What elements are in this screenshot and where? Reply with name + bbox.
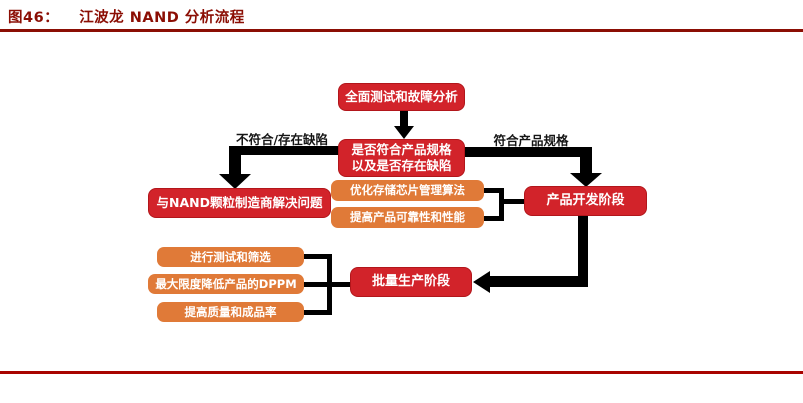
bracket-bottom (304, 254, 351, 315)
edge-label-pass: 符合产品规格 (493, 133, 569, 148)
node-optimize-algorithm-label: 优化存储芯片管理算法 (350, 183, 465, 198)
node-product-development-label: 产品开发阶段 (546, 192, 625, 208)
figure-title-text: 江波龙 NAND 分析流程 (79, 10, 245, 26)
edge-label-fail: 不符合/存在缺陷 (235, 132, 329, 147)
node-reduce-dppm: 最大限度降低产品的DPPM (148, 274, 304, 294)
node-resolve-with-vendor-label: 与NAND颗粒制造商解决问题 (156, 195, 323, 211)
bracket-middle (484, 188, 525, 221)
node-improve-quality: 提高质量和成品率 (157, 302, 304, 322)
node-test-screening-label: 进行测试和筛选 (190, 249, 271, 264)
arrow-decision-to-development (464, 147, 602, 187)
node-decision: 是否符合产品规格 以及是否存在缺陷 (338, 139, 465, 177)
node-optimize-algorithm: 优化存储芯片管理算法 (331, 180, 484, 201)
node-full-test: 全面测试和故障分析 (338, 83, 465, 111)
node-reduce-dppm-label: 最大限度降低产品的DPPM (155, 276, 297, 291)
node-decision-line1: 是否符合产品规格 (351, 142, 452, 158)
node-mass-production-label: 批量生产阶段 (371, 273, 450, 289)
node-full-test-label: 全面测试和故障分析 (345, 89, 458, 105)
node-improve-reliability: 提高产品可靠性和性能 (331, 207, 484, 228)
figure-title: 图46： 江波龙 NAND 分析流程 (8, 6, 245, 27)
title-underline-rule (0, 29, 803, 32)
node-improve-quality-label: 提高质量和成品率 (184, 304, 277, 319)
figure-label: 图46： (8, 10, 60, 26)
node-decision-line2: 以及是否存在缺陷 (351, 158, 452, 173)
arrow-decision-to-vendor (219, 146, 339, 189)
node-product-development: 产品开发阶段 (524, 186, 647, 216)
node-resolve-with-vendor: 与NAND颗粒制造商解决问题 (148, 188, 331, 218)
node-mass-production: 批量生产阶段 (350, 267, 472, 297)
node-improve-reliability-label: 提高产品可靠性和性能 (350, 210, 465, 225)
arrow-test-to-decision (394, 110, 414, 139)
node-test-screening: 进行测试和筛选 (157, 247, 304, 267)
bottom-rule (0, 371, 803, 374)
arrow-development-to-production (473, 216, 588, 293)
